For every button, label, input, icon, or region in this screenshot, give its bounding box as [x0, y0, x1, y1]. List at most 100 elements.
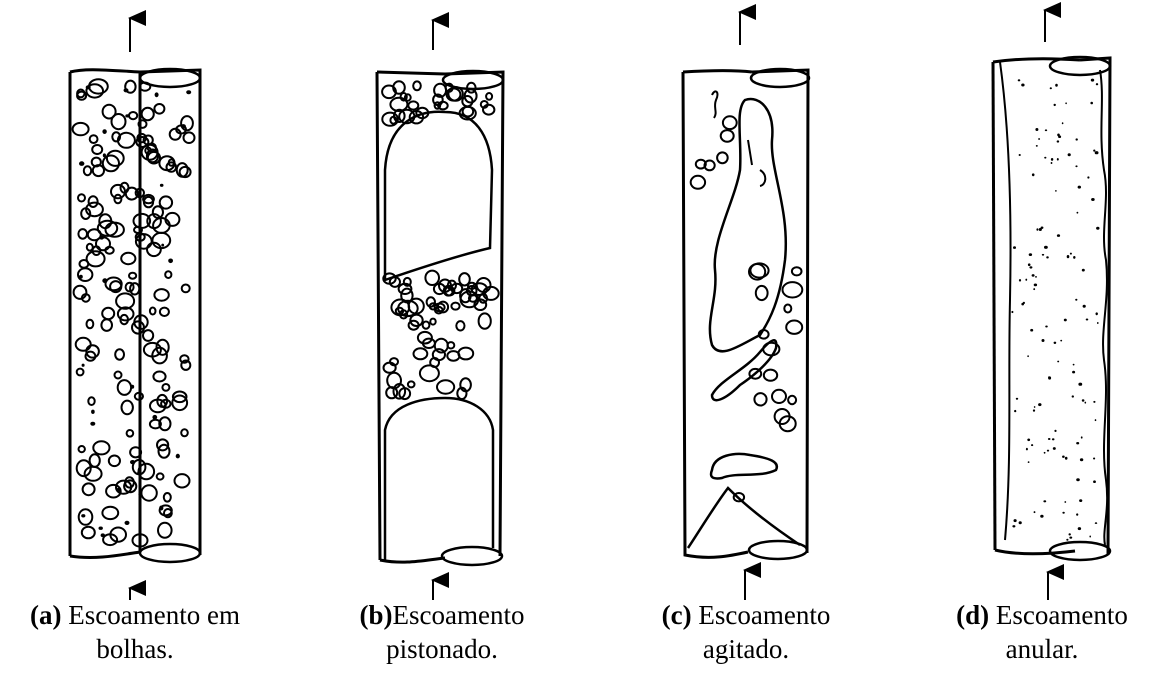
bubble	[176, 454, 180, 459]
droplet	[1072, 371, 1075, 374]
caption-title-line2: anular.	[922, 632, 1162, 666]
bubble	[109, 456, 120, 467]
droplet	[1080, 458, 1083, 461]
bubble	[106, 278, 122, 291]
bubble	[101, 533, 105, 537]
droplet	[1083, 305, 1086, 308]
bubble	[115, 349, 124, 359]
bubble	[142, 108, 154, 120]
droplet	[1035, 276, 1037, 278]
droplet	[1057, 134, 1060, 137]
droplet	[1085, 402, 1087, 404]
bubble	[141, 485, 156, 500]
bubbles-a	[73, 79, 195, 546]
droplet	[1048, 376, 1050, 378]
droplet	[1023, 302, 1025, 304]
bubble	[88, 397, 94, 405]
droplet	[1033, 288, 1035, 290]
caption-title-line2: bolhas.	[15, 632, 255, 666]
bubble	[184, 132, 195, 143]
bubble	[79, 509, 93, 525]
bubble	[73, 123, 89, 135]
bubble	[99, 236, 104, 240]
bubble	[161, 244, 164, 247]
bubble	[122, 401, 133, 415]
droplet	[1029, 253, 1032, 256]
droplet	[1038, 138, 1040, 140]
droplet	[1051, 162, 1053, 164]
droplet	[1087, 176, 1089, 178]
bubble	[152, 233, 170, 248]
droplet	[1044, 246, 1048, 249]
droplet	[1057, 361, 1059, 363]
droplet	[1057, 158, 1059, 161]
droplet	[1019, 279, 1021, 282]
droplet	[1031, 444, 1033, 446]
bubble	[186, 90, 191, 94]
droplet	[1082, 399, 1085, 401]
droplet	[1011, 311, 1013, 313]
droplet	[1036, 228, 1038, 231]
bubble	[783, 282, 803, 297]
droplet	[1034, 511, 1036, 513]
bubble	[127, 430, 134, 437]
droplet	[1057, 140, 1060, 142]
bubble	[81, 514, 85, 517]
bubble	[115, 372, 122, 379]
bubble	[82, 364, 85, 367]
droplet	[1081, 436, 1083, 438]
droplet	[1060, 340, 1062, 342]
droplet	[1029, 266, 1032, 268]
droplet	[1028, 461, 1030, 463]
caption-label: (b)	[360, 600, 393, 630]
bubble	[157, 473, 164, 479]
bubble	[723, 116, 737, 129]
droplet	[1082, 269, 1085, 272]
droplet	[1051, 158, 1053, 161]
droplet	[1053, 447, 1056, 450]
bubble	[164, 493, 171, 502]
bubble	[79, 161, 84, 166]
droplet	[1039, 228, 1042, 231]
bubbles-c	[691, 116, 803, 501]
droplet	[1032, 274, 1035, 277]
droplet	[1086, 319, 1089, 321]
droplet	[1068, 153, 1071, 156]
bubble	[784, 305, 791, 313]
flow-pattern-figure	[0, 0, 1165, 600]
bubble	[116, 488, 120, 492]
droplet	[1073, 364, 1075, 366]
droplet	[1062, 512, 1064, 514]
bubble	[181, 429, 188, 436]
bubble	[103, 156, 119, 172]
bubble	[479, 313, 491, 328]
bubble	[129, 112, 137, 119]
droplet	[1072, 395, 1074, 397]
droplet	[1042, 254, 1044, 256]
bubble	[162, 384, 169, 391]
bubble	[143, 330, 153, 341]
bubble	[89, 196, 98, 207]
bubble	[414, 348, 428, 359]
droplet	[1035, 128, 1038, 131]
droplet	[1047, 450, 1049, 452]
droplet	[1048, 438, 1051, 440]
droplet	[1055, 190, 1057, 192]
droplet	[1076, 138, 1078, 140]
bubble	[425, 271, 439, 285]
droplet	[1038, 403, 1041, 406]
bubble	[430, 319, 435, 325]
droplet	[1013, 246, 1016, 249]
droplet	[1019, 521, 1022, 524]
caption-title-line2: pistonado.	[322, 632, 562, 666]
droplet	[1042, 339, 1045, 342]
taylor-bubble-upper	[385, 112, 492, 280]
bubble	[74, 286, 87, 299]
droplet	[1040, 515, 1043, 518]
bubble	[423, 322, 430, 329]
droplet	[1093, 401, 1095, 403]
bubble	[99, 527, 103, 530]
droplets-d	[1011, 79, 1099, 541]
panel-b-slug-flow	[377, 20, 503, 600]
bubble	[160, 184, 164, 187]
